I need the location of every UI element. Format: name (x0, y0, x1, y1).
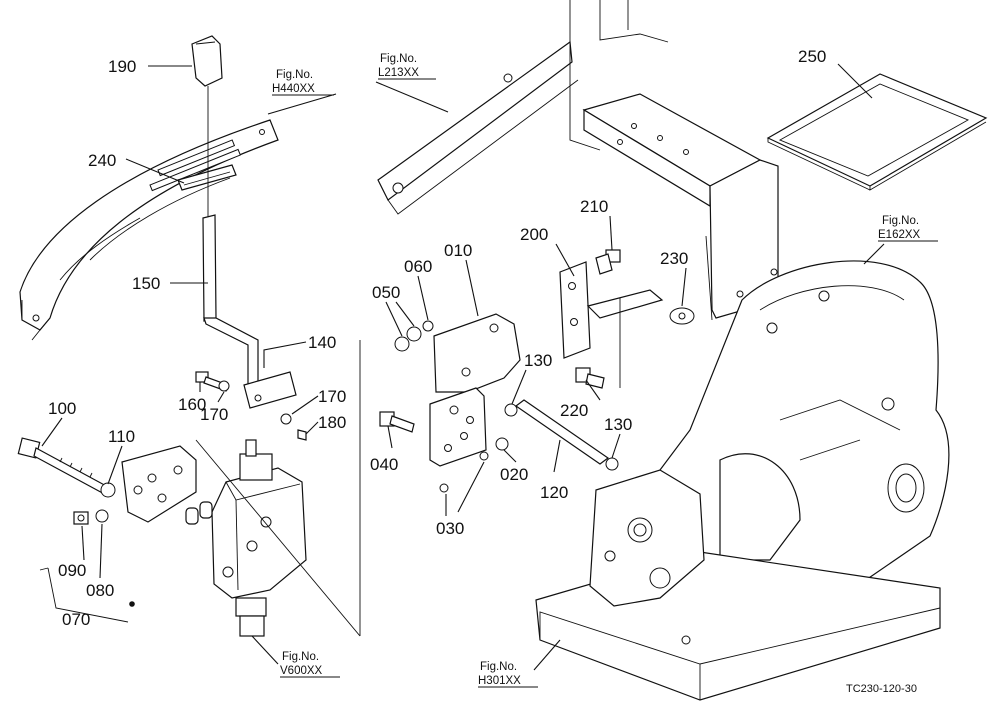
label-150: 150 (132, 274, 160, 293)
label-130-right: 130 (604, 415, 632, 434)
fig-label-v600: Fig.No. (282, 651, 319, 663)
figure-reference-h301: Fig.No. H301XX (478, 661, 538, 688)
label-050: 050 (372, 283, 400, 302)
lever-guide-plate (19, 119, 279, 341)
part-labels: 190 240 150 140 160 170 170 180 100 110 … (48, 47, 826, 629)
cover-plate (121, 445, 197, 523)
fig-code-e162: E162XX (878, 229, 921, 241)
label-130-top: 130 (524, 351, 552, 370)
label-170-right: 170 (318, 387, 346, 406)
group-bracket-070 (39, 567, 129, 623)
plug-090 (73, 511, 89, 525)
label-010: 010 (444, 241, 472, 260)
transmission-housing (649, 260, 950, 599)
washer-110 (100, 482, 116, 498)
figure-reference-h440: Fig.No. H440XX (272, 69, 334, 96)
label-110: 110 (108, 427, 135, 446)
label-190: 190 (108, 57, 136, 76)
oring-060 (422, 320, 434, 332)
washer-170-left (218, 380, 230, 392)
label-020: 020 (500, 465, 528, 484)
group-dot (129, 601, 135, 607)
oring-020 (495, 437, 509, 451)
label-160: 160 (178, 395, 206, 414)
bolt-210 (595, 249, 621, 275)
label-090: 090 (58, 561, 86, 580)
oring-030b (439, 483, 449, 493)
valve-body-010 (429, 313, 521, 467)
drawing-code: TC230-120-30 (846, 683, 917, 695)
fig-code-h301: H301XX (478, 675, 521, 687)
label-210: 210 (580, 197, 608, 216)
figure-reference-v600: Fig.No. V600XX (280, 651, 340, 678)
oring-030a (479, 451, 489, 461)
label-200: 200 (520, 225, 548, 244)
fig-code-l213: L213XX (378, 67, 419, 79)
label-060: 060 (404, 257, 432, 276)
bolt-220 (575, 367, 605, 389)
label-240: 240 (88, 151, 116, 170)
washer-170-right (280, 413, 292, 425)
label-250: 250 (798, 47, 826, 66)
label-070: 070 (62, 610, 90, 629)
label-140: 140 (308, 333, 336, 352)
leader-lines (41, 63, 885, 671)
decal-240 (177, 164, 237, 191)
label-170-left: 170 (200, 405, 228, 424)
frame-rail (377, 0, 669, 215)
fig-label-h301: Fig.No. (480, 661, 517, 673)
label-180: 180 (318, 413, 346, 432)
mount-bracket (582, 93, 779, 319)
pipe-120 (504, 399, 619, 471)
bolt-040 (379, 411, 415, 433)
washer-230 (669, 307, 695, 325)
oring-080 (95, 509, 109, 523)
fig-label-h440: Fig.No. (276, 69, 313, 81)
bracket-200 (559, 261, 664, 388)
pin-180 (297, 429, 307, 441)
lever-rod (202, 214, 297, 409)
figure-reference-e162: Fig.No. E162XX (878, 215, 938, 242)
label-080: 080 (86, 581, 114, 600)
bolt-100 (17, 437, 111, 497)
fig-code-v600: V600XX (280, 665, 323, 677)
hydraulic-housing (535, 469, 941, 701)
oring-050b (406, 326, 422, 342)
label-120: 120 (540, 483, 568, 502)
knob-190 (191, 35, 223, 230)
label-220: 220 (560, 401, 588, 420)
control-valve (185, 439, 307, 637)
fig-label-e162: Fig.No. (882, 215, 919, 227)
manual-250 (766, 73, 988, 191)
fig-label-l213: Fig.No. (380, 53, 417, 65)
label-230: 230 (660, 249, 688, 268)
fig-code-h440: H440XX (272, 83, 315, 95)
label-100: 100 (48, 399, 76, 418)
label-040: 040 (370, 455, 398, 474)
oring-050a (394, 336, 410, 352)
figure-reference-l213: Fig.No. L213XX (378, 53, 436, 80)
label-030: 030 (436, 519, 464, 538)
